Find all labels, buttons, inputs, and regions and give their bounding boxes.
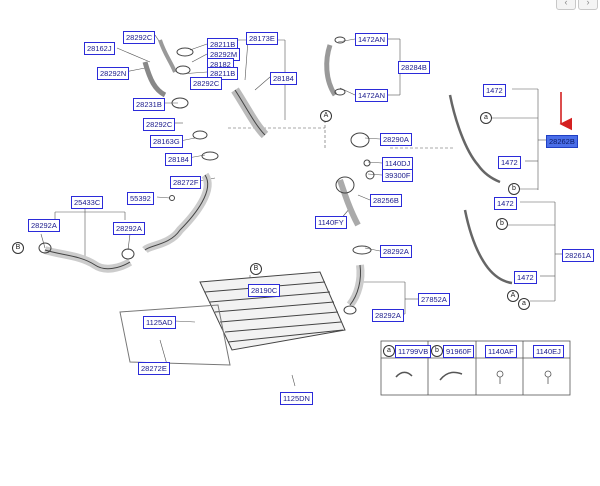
part-label-39300F[interactable]: 39300F <box>382 169 414 182</box>
part-label-28290A[interactable]: 28290A <box>380 133 412 146</box>
legend-ref-a: a <box>383 345 395 357</box>
part-label-27852A[interactable]: 27852A <box>418 293 450 306</box>
legend-label-1140EJ[interactable]: 1140EJ <box>533 345 564 358</box>
part-label-28190C[interactable]: 28190C <box>248 284 281 297</box>
part-label-1125DN[interactable]: 1125DN <box>280 392 313 405</box>
part-label-28272F[interactable]: 28272F <box>170 176 202 189</box>
part-label-1472-3[interactable]: 1472 <box>494 197 517 210</box>
part-label-28256B[interactable]: 28256B <box>370 194 402 207</box>
part-label-28184[interactable]: 28184 <box>270 72 297 85</box>
part-label-28211B[interactable]: 28211B <box>207 38 239 51</box>
part-label-28292C-2[interactable]: 28292C <box>190 77 223 90</box>
part-label-28163G[interactable]: 28163G <box>150 135 183 148</box>
part-label-1472[interactable]: 1472 <box>483 84 506 97</box>
part-label-1472AN[interactable]: 1472AN <box>355 33 389 46</box>
part-label-55392[interactable]: 55392 <box>127 192 154 205</box>
part-label-28261A[interactable]: 28261A <box>562 249 594 262</box>
legend-label-11799VB[interactable]: 11799VB <box>395 345 432 358</box>
part-label-28292C[interactable]: 28292C <box>123 31 156 44</box>
part-label-28211B-2[interactable]: 28211B <box>207 67 239 80</box>
part-label-28292A-3[interactable]: 28292A <box>380 245 412 258</box>
part-label-28292C-3[interactable]: 28292C <box>143 118 176 131</box>
ref-circle-A-right: A <box>507 290 519 302</box>
part-label-28292A-4[interactable]: 28292A <box>372 309 404 322</box>
ref-circle-B-left: B <box>12 242 24 254</box>
part-label-1140FY[interactable]: 1140FY <box>315 216 347 229</box>
legend-ref-b: b <box>431 345 443 357</box>
part-label-25433C[interactable]: 25433C <box>71 196 104 209</box>
ref-circle-a-top: a <box>480 112 492 124</box>
part-label-28162J[interactable]: 28162J <box>84 42 115 55</box>
part-label-28231B[interactable]: 28231B <box>133 98 165 111</box>
part-label-28284B[interactable]: 28284B <box>398 61 430 74</box>
ref-circle-A: A <box>320 110 332 122</box>
ref-circle-b-top: b <box>508 183 520 195</box>
part-label-28292A-2[interactable]: 28292A <box>113 222 145 235</box>
part-label-28272E[interactable]: 28272E <box>138 362 170 375</box>
part-label-1125AD[interactable]: 1125AD <box>143 316 176 329</box>
legend-label-1140AF[interactable]: 1140AF <box>485 345 517 358</box>
part-label-28173E[interactable]: 28173E <box>246 32 278 45</box>
part-label-1472-4[interactable]: 1472 <box>514 271 537 284</box>
ref-circle-b-bottom: b <box>496 218 508 230</box>
part-label-28184-2[interactable]: 28184 <box>165 153 192 166</box>
prev-icon[interactable]: ‹ <box>556 0 576 10</box>
ref-circle-B: B <box>250 263 262 275</box>
part-label-28292A[interactable]: 28292A <box>28 219 60 232</box>
part-label-28292N[interactable]: 28292N <box>97 67 130 80</box>
ref-circle-a-bottom: a <box>518 298 530 310</box>
part-label-1472-2[interactable]: 1472 <box>498 156 521 169</box>
part-label-28262B-highlighted[interactable]: 28262B <box>546 135 578 148</box>
next-icon[interactable]: › <box>578 0 598 10</box>
legend-label-91960F[interactable]: 91960F <box>443 345 475 358</box>
part-label-1472AN-2[interactable]: 1472AN <box>355 89 389 102</box>
